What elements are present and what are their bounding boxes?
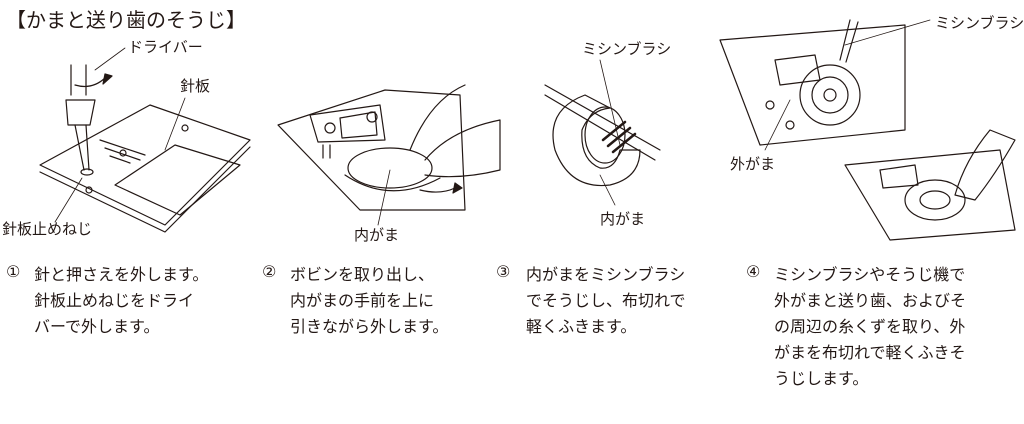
step-text: ミシンブラシやそうじ機で 外がまと送り歯、およびそ の周辺の糸くずを取り、外 が… (774, 262, 1024, 392)
step-line: 内がまをミシンブラシ (526, 265, 686, 284)
step-number: ④ (746, 262, 761, 281)
step-line: ミシンブラシやそうじ機で (774, 265, 966, 284)
step-line: うじします。 (774, 369, 869, 388)
step-text: 針と押さえを外します。 針板止めねじをドライ バーで外します。 (34, 262, 264, 340)
driver-label: ドライバー (128, 38, 203, 56)
step-line: バーで外します。 (34, 317, 160, 336)
step-line: 針と押さえを外します。 (34, 265, 209, 284)
step-line: 内がまの手前を上に (290, 291, 435, 310)
step-line: でそうじし、布切れで (526, 291, 686, 310)
brush-label: ミシンブラシ (582, 40, 672, 58)
step-line: の周辺の糸くずを取り、外 (774, 317, 966, 336)
brush-label-2: ミシンブラシ (935, 14, 1024, 32)
step-line: 引きながら外します。 (290, 317, 449, 336)
outer-hook-label: 外がま (730, 155, 776, 173)
step-text: ボビンを取り出し、 内がまの手前を上に 引きながら外します。 (290, 262, 500, 340)
step-line: ボビンを取り出し、 (290, 265, 435, 284)
step-number: ② (262, 262, 277, 281)
inner-hook-removal-illustration (277, 84, 501, 226)
inner-hook-label: 内がま (354, 226, 400, 244)
needle-plate-illustration (39, 47, 251, 233)
needle-plate-screw-label: 針板止めねじ (2, 220, 93, 238)
needle-plate-label: 針板 (180, 77, 211, 95)
step-line: 軽くふきます。 (526, 317, 637, 336)
illustrations (39, 19, 1016, 241)
step-line: 外がまと送り歯、およびそ (774, 291, 967, 310)
inner-hook-label-2: 内がま (600, 210, 646, 228)
section-title: 【かまと送り歯のそうじ】 (6, 8, 246, 32)
step-text: 内がまをミシンブラシ でそうじし、布切れで 軽くふきます。 (526, 262, 736, 340)
step-line: がまを布切れで軽くふきそ (774, 343, 966, 362)
step-number: ① (6, 262, 21, 281)
step-number: ③ (496, 262, 511, 281)
step-line: 針板止めねじをドライ (34, 291, 195, 310)
outer-hook-cleaning-illustration (719, 19, 1016, 241)
inner-hook-brush-illustration (544, 59, 661, 206)
